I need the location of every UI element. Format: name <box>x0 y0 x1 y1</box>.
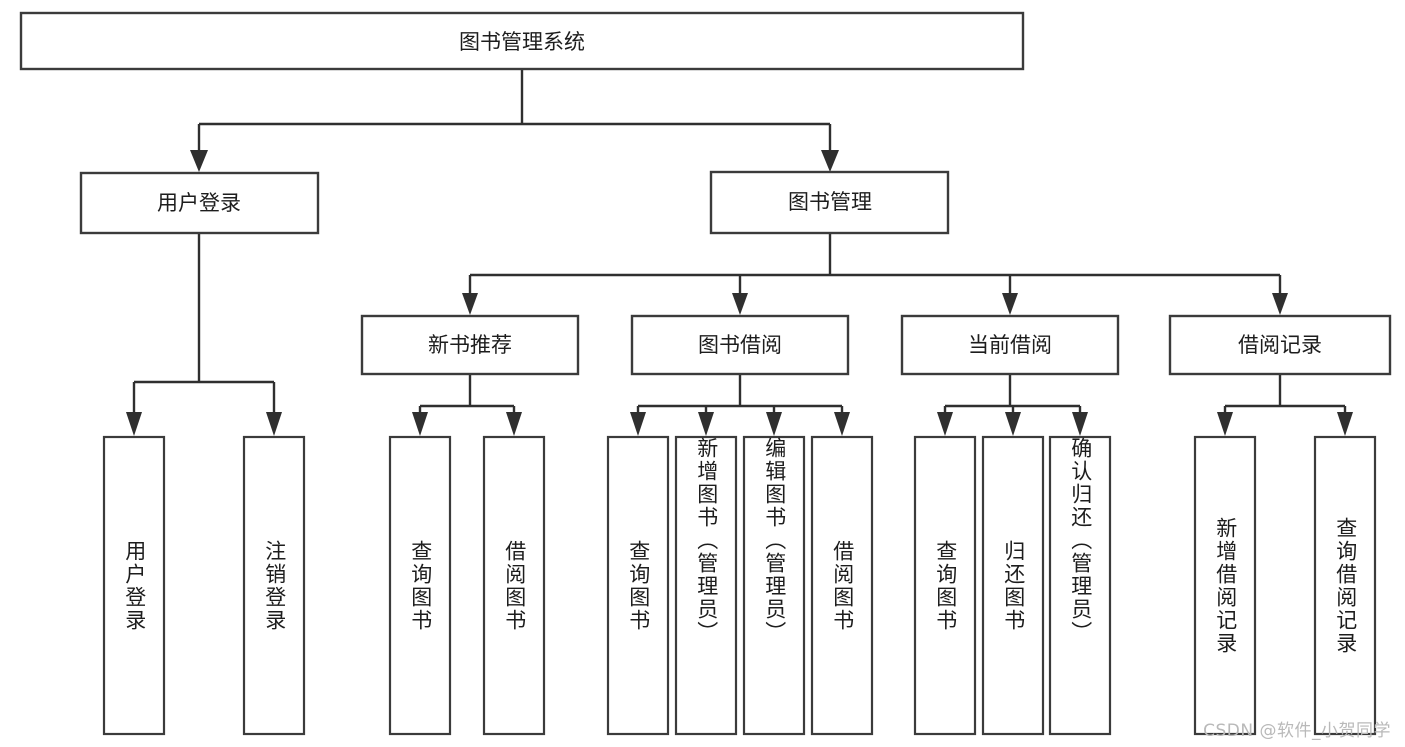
arrow-head-leaf-query-book-3 <box>937 412 953 436</box>
arrow-head-new-book-recommend <box>462 293 478 315</box>
node-root-box[interactable] <box>19 11 1025 71</box>
leaf-box-add-record[interactable] <box>1193 435 1257 736</box>
node-current-borrow[interactable]: 当前借阅 <box>900 314 1120 376</box>
arrow-head-book-borrow <box>732 293 748 315</box>
connector-group-new-book-recommend-to-leaves <box>412 374 522 436</box>
arrow-head-leaf-logout <box>266 412 282 436</box>
leaf-box-user-login[interactable] <box>102 435 166 736</box>
node-current-borrow-label: 当前借阅 <box>968 333 1052 357</box>
leaf-box-add-book[interactable] <box>674 435 738 736</box>
leaf-box-return-book[interactable] <box>981 435 1045 736</box>
arrow-head-leaf-return-book <box>1005 412 1021 436</box>
node-new-book-recommend-label: 新书推荐 <box>428 333 512 357</box>
node-root[interactable]: 图书管理系统 <box>19 11 1025 71</box>
leaf-box-query-book-2[interactable] <box>606 435 670 736</box>
node-root-label: 图书管理系统 <box>459 30 585 54</box>
node-user-login[interactable]: 用户登录 <box>79 171 320 235</box>
arrow-head-leaf-query-book-1 <box>412 412 428 436</box>
arrow-head-leaf-query-record <box>1337 412 1353 436</box>
connector-group-root-to-level1 <box>190 69 839 172</box>
leaf-box-edit-book[interactable] <box>742 435 806 736</box>
arrow-head-leaf-borrow-book-1 <box>506 412 522 436</box>
arrow-head-book-management <box>821 150 839 172</box>
arrow-head-leaf-edit-book <box>766 412 782 436</box>
arrow-head-current-borrow <box>1002 293 1018 315</box>
connector-group-borrow-record-to-leaves <box>1217 374 1353 436</box>
arrow-head-leaf-query-book-2 <box>630 412 646 436</box>
leaf-box-logout[interactable] <box>242 435 306 736</box>
arrow-head-borrow-record <box>1272 293 1288 315</box>
node-borrow-record-box[interactable] <box>1168 314 1392 376</box>
connector-group-book-borrow-to-leaves <box>630 374 850 436</box>
leaf-box-borrow-book-2[interactable] <box>810 435 874 736</box>
node-book-management[interactable]: 图书管理 <box>709 170 950 235</box>
leaf-box-query-record[interactable] <box>1313 435 1377 736</box>
node-borrow-record[interactable]: 借阅记录 <box>1168 314 1392 376</box>
node-book-borrow[interactable]: 图书借阅 <box>630 314 850 376</box>
arrow-head-leaf-add-book <box>698 412 714 436</box>
arrow-head-leaf-confirm-return <box>1072 412 1088 436</box>
connector-group-user-login-to-leaves <box>126 233 282 436</box>
leaf-box-query-book-1[interactable] <box>388 435 452 736</box>
leaf-boxes <box>102 435 1377 736</box>
connector-group-current-borrow-to-leaves <box>937 374 1088 436</box>
node-book-borrow-box[interactable] <box>630 314 850 376</box>
arrow-head-user-login <box>190 150 208 172</box>
leaf-box-borrow-book-1[interactable] <box>482 435 546 736</box>
arrow-head-leaf-add-record <box>1217 412 1233 436</box>
node-user-login-box[interactable] <box>79 171 320 235</box>
arrow-head-leaf-user-login <box>126 412 142 436</box>
node-book-management-box[interactable] <box>709 170 950 235</box>
node-borrow-record-label: 借阅记录 <box>1238 333 1322 357</box>
node-book-management-label: 图书管理 <box>788 190 872 214</box>
node-user-login-label: 用户登录 <box>157 191 241 215</box>
node-book-borrow-label: 图书借阅 <box>698 333 782 357</box>
leaf-box-confirm-return[interactable] <box>1048 435 1112 736</box>
watermark: CSDN @软件_小贺同学 <box>1203 721 1391 741</box>
node-new-book-recommend[interactable]: 新书推荐 <box>360 314 580 376</box>
connector-group-book-management-to-level2 <box>462 233 1288 315</box>
arrow-head-leaf-borrow-book-2 <box>834 412 850 436</box>
node-new-book-recommend-box[interactable] <box>360 314 580 376</box>
leaf-box-query-book-3[interactable] <box>913 435 977 736</box>
node-current-borrow-box[interactable] <box>900 314 1120 376</box>
